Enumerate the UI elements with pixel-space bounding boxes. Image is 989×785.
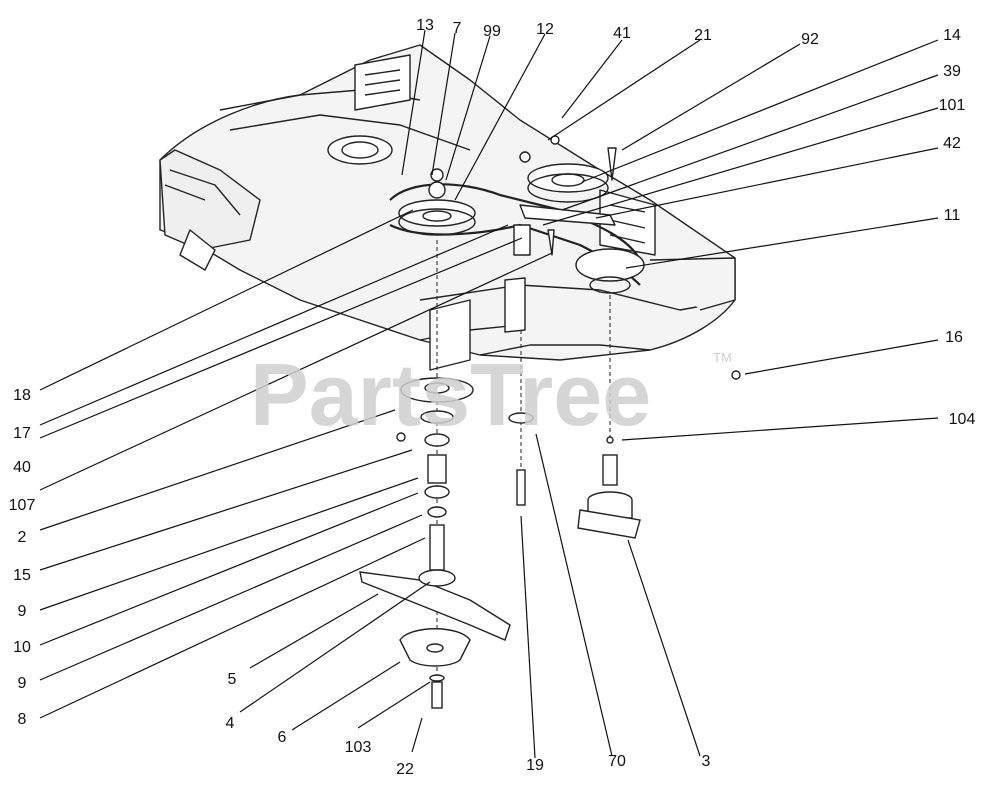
- callout-12: 12: [536, 21, 554, 38]
- callout-4: 4: [226, 715, 235, 732]
- callout-10: 10: [13, 639, 31, 656]
- left-spindle-assembly: [359, 240, 511, 709]
- watermark-text: PartsTree: [250, 345, 651, 444]
- callout-42: 42: [943, 135, 961, 152]
- callout-19: 19: [526, 757, 544, 774]
- callout-6: 6: [278, 729, 287, 746]
- watermark-trademark: TM: [713, 350, 732, 365]
- callout-101: 101: [939, 97, 966, 114]
- watermark: PartsTree TM: [250, 345, 732, 444]
- callout-70: 70: [608, 753, 626, 770]
- callout-92: 92: [801, 31, 819, 48]
- callout-7: 7: [453, 20, 462, 37]
- mower-deck: [159, 44, 741, 380]
- callout-103: 103: [345, 739, 372, 756]
- callout-16: 16: [945, 329, 963, 346]
- callout-39: 39: [943, 63, 961, 80]
- callout-9: 9: [18, 603, 27, 620]
- callout-18: 18: [13, 387, 31, 404]
- callout-3: 3: [702, 753, 711, 770]
- callout-2: 2: [18, 529, 27, 546]
- callout-11: 11: [944, 207, 961, 224]
- callout-15: 15: [13, 567, 31, 584]
- callout-13: 13: [416, 17, 434, 34]
- callout-40: 40: [13, 459, 31, 476]
- callout-104: 104: [949, 411, 976, 428]
- callout-21: 21: [694, 27, 712, 44]
- callout-5: 5: [228, 671, 237, 688]
- callout-9: 9: [18, 675, 27, 692]
- center-hardware: [508, 330, 534, 506]
- callout-17: 17: [13, 425, 31, 442]
- callout-8: 8: [18, 711, 27, 728]
- callout-107: 107: [9, 497, 36, 514]
- callout-41: 41: [613, 25, 631, 42]
- callout-14: 14: [943, 27, 961, 44]
- right-spindle-assembly: [577, 295, 641, 539]
- leader-lines: [39, 29, 939, 759]
- callout-22: 22: [396, 761, 414, 778]
- callout-99: 99: [483, 23, 501, 40]
